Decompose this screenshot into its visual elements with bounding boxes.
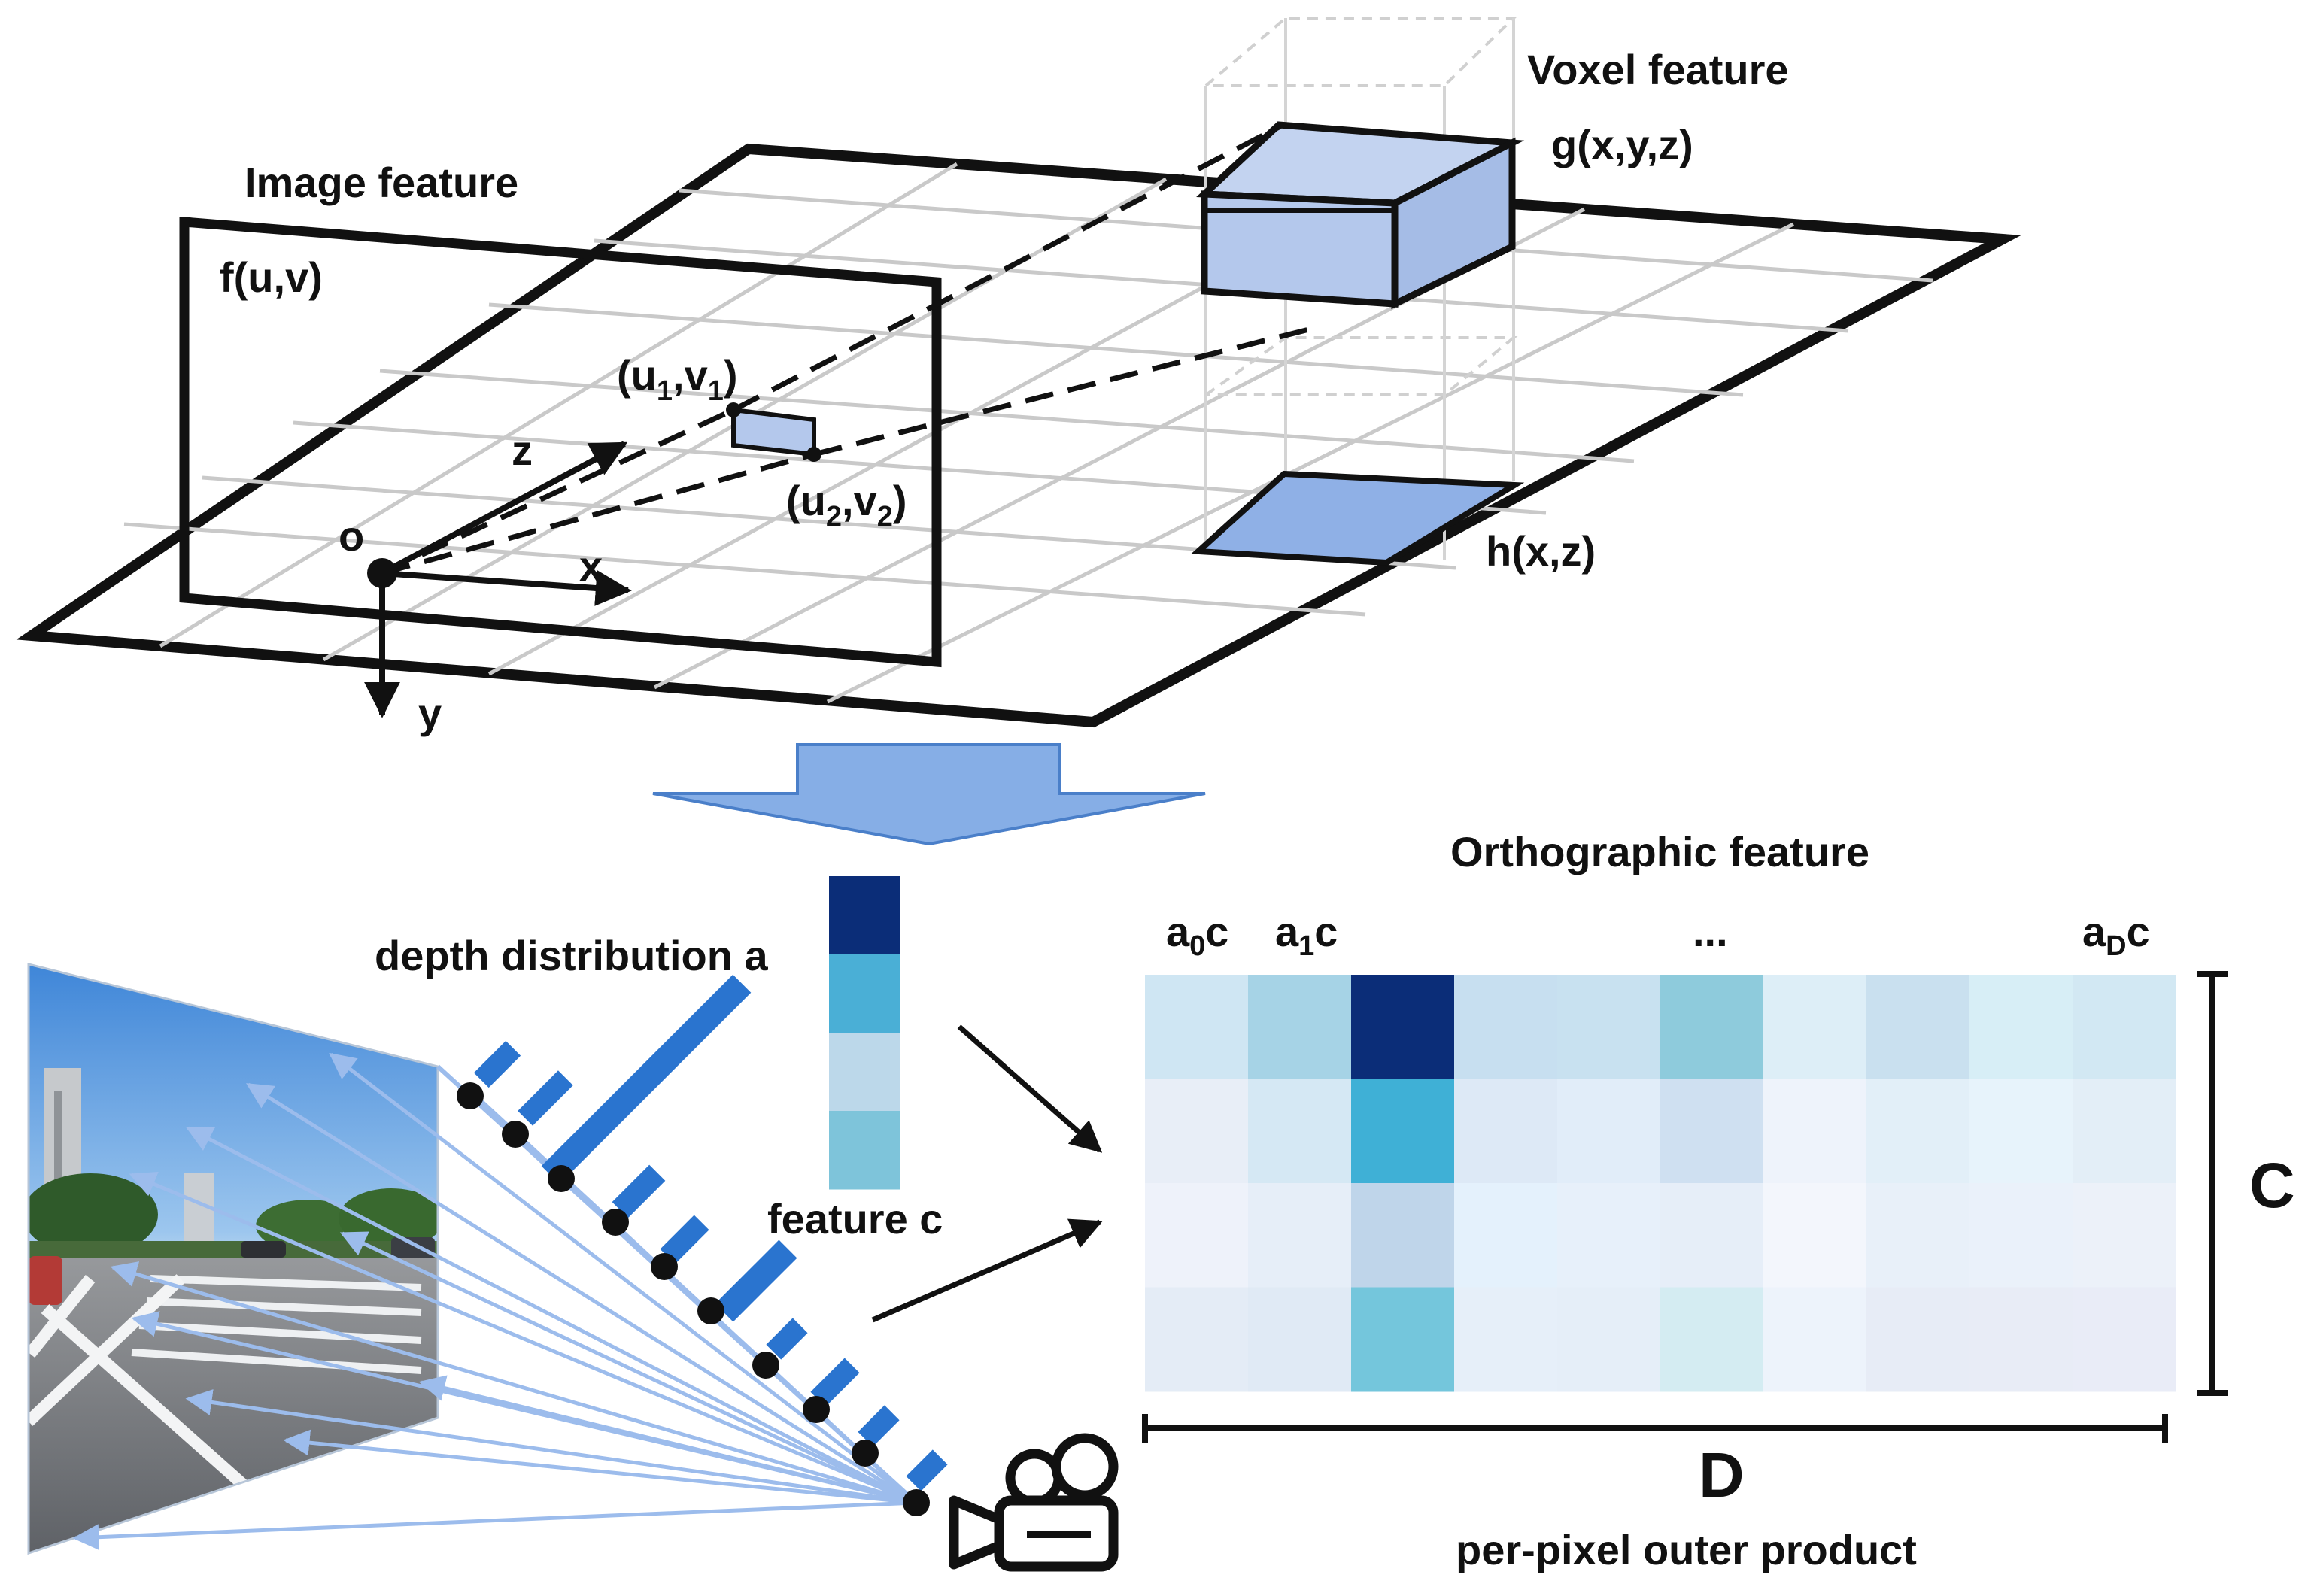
heatmap-cell-r1-c2 bbox=[1351, 1079, 1455, 1184]
dimension-c-bracket bbox=[2197, 971, 2228, 1396]
feature-vector bbox=[829, 876, 900, 1190]
bev-function-label: h(x,z) bbox=[1486, 527, 1596, 575]
heatmap-cell-r1-c1 bbox=[1248, 1079, 1352, 1184]
transform-arrow bbox=[652, 743, 1206, 846]
heatmap-cell-r2-c6 bbox=[1763, 1183, 1867, 1288]
axis-z-label: z bbox=[512, 426, 533, 474]
heatmap-cell-r1-c0 bbox=[1145, 1079, 1249, 1184]
col-label-ellipsis: ... bbox=[1693, 908, 1728, 955]
heatmap-cell-r0-c6 bbox=[1763, 975, 1867, 1079]
camera-rays bbox=[72, 1052, 918, 1551]
axis-x-label: x bbox=[579, 542, 603, 590]
depth-distribution-label: depth distribution a bbox=[375, 932, 768, 979]
voxel-feature-title: Voxel feature bbox=[1527, 46, 1789, 93]
outer-product-arrows bbox=[871, 1024, 1103, 1323]
heatmap-cell-r3-c3 bbox=[1454, 1287, 1558, 1392]
dimension-c-label: C bbox=[2249, 1150, 2295, 1221]
image-patch bbox=[731, 407, 816, 457]
image-function-label: f(u,v) bbox=[220, 253, 323, 301]
outer-product-caption: per-pixel outer product bbox=[1456, 1526, 1917, 1573]
heatmap-cell-r1-c6 bbox=[1763, 1079, 1867, 1184]
heatmap-cell-r2-c8 bbox=[1969, 1183, 2073, 1288]
heatmap-cell-r2-c7 bbox=[1866, 1183, 1970, 1288]
voxel-function-label: g(x,y,z) bbox=[1551, 121, 1693, 168]
heatmap-cell-r3-c7 bbox=[1866, 1287, 1970, 1392]
heatmap-cell-r3-c0 bbox=[1145, 1287, 1249, 1392]
feature-vector-cell-1 bbox=[829, 954, 900, 1033]
feature-vector-cell-3 bbox=[829, 1111, 900, 1190]
heatmap-cell-r1-c8 bbox=[1969, 1079, 2073, 1184]
voxel-cube bbox=[1196, 121, 1525, 310]
heatmap-cell-r2-c9 bbox=[2073, 1183, 2176, 1288]
image-plane bbox=[179, 216, 942, 668]
bev-cell bbox=[1191, 470, 1525, 566]
dimension-d-label: D bbox=[1699, 1440, 1745, 1510]
point-u1v1 bbox=[726, 402, 741, 417]
feature-vector-cell-0 bbox=[829, 876, 900, 955]
origin-label: o bbox=[339, 512, 364, 560]
image-feature-title: Image feature bbox=[244, 159, 518, 206]
heatmap-cell-r1-c9 bbox=[2073, 1079, 2176, 1184]
heatmap-cell-r2-c5 bbox=[1660, 1183, 1764, 1288]
dimension-d-bracket bbox=[1142, 1414, 2168, 1443]
camera-icon bbox=[949, 1433, 1119, 1572]
heatmap-cell-r1-c5 bbox=[1660, 1079, 1764, 1184]
projection-lines bbox=[381, 123, 1310, 576]
street-photo bbox=[27, 963, 439, 1555]
heatmap-cell-r0-c5 bbox=[1660, 975, 1764, 1079]
heatmap-cell-r3-c8 bbox=[1969, 1287, 2073, 1392]
heatmap-cell-r2-c2 bbox=[1351, 1183, 1455, 1288]
heatmap-cell-r2-c1 bbox=[1248, 1183, 1352, 1288]
heatmap-cell-r0-c2 bbox=[1351, 975, 1455, 1079]
heatmap-cell-r3-c1 bbox=[1248, 1287, 1352, 1392]
point-u2v2 bbox=[806, 447, 821, 462]
heatmap-cell-r0-c8 bbox=[1969, 975, 2073, 1079]
heatmap-cell-r0-c3 bbox=[1454, 975, 1558, 1079]
col-label-a1c: a1c bbox=[1275, 908, 1338, 962]
heatmap-cell-r3-c6 bbox=[1763, 1287, 1867, 1392]
heatmap-cell-r2-c0 bbox=[1145, 1183, 1249, 1288]
heatmap-cell-r3-c4 bbox=[1557, 1287, 1661, 1392]
heatmap-cell-r1-c4 bbox=[1557, 1079, 1661, 1184]
orthographic-feature-title: Orthographic feature bbox=[1450, 828, 1869, 875]
heatmap-cell-r0-c0 bbox=[1145, 975, 1249, 1079]
col-label-aDc: aDc bbox=[2082, 908, 2150, 962]
heatmap-cell-r0-c7 bbox=[1866, 975, 1970, 1079]
heatmap-cell-r1-c7 bbox=[1866, 1079, 1970, 1184]
heatmap-cell-r0-c9 bbox=[2073, 975, 2176, 1079]
depth-bars bbox=[473, 974, 948, 1491]
heatmap-cell-r3-c5 bbox=[1660, 1287, 1764, 1392]
heatmap-cell-r0-c4 bbox=[1557, 975, 1661, 1079]
heatmap-cell-r3-c9 bbox=[2073, 1287, 2176, 1392]
heatmap-cell-r0-c1 bbox=[1248, 975, 1352, 1079]
feature-vector-cell-2 bbox=[829, 1033, 900, 1112]
heatmap-cell-r1-c3 bbox=[1454, 1079, 1558, 1184]
orthographic-heatmap bbox=[1145, 975, 2176, 1392]
coordinate-axes bbox=[364, 441, 632, 718]
heatmap-cell-r2-c4 bbox=[1557, 1183, 1661, 1288]
heatmap-cell-r3-c2 bbox=[1351, 1287, 1455, 1392]
depth-sample-points bbox=[457, 1082, 930, 1516]
col-label-a0c: a0c bbox=[1166, 908, 1228, 962]
origin-point bbox=[367, 558, 397, 588]
axis-y-label: y bbox=[418, 690, 442, 737]
feature-c-label: feature c bbox=[767, 1195, 943, 1243]
heatmap-cell-r2-c3 bbox=[1454, 1183, 1558, 1288]
